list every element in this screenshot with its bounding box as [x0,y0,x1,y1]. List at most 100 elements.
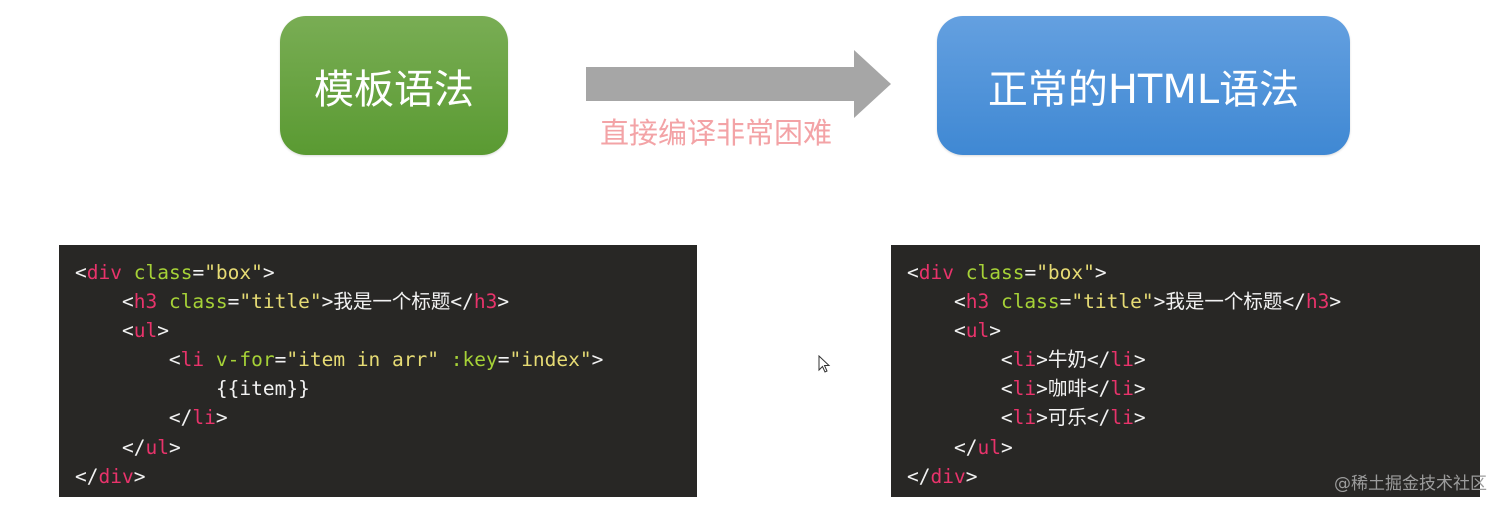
code-token-punct: > [321,290,334,314]
code-token-attr: :key [450,348,498,372]
code-token-punct: < [121,290,134,314]
code-token-punct: < [1000,406,1013,430]
code-indent [75,436,122,459]
code-token-attr: class [133,261,193,284]
code-token-cn: 我是一个标题 [1165,290,1283,314]
code-line: <li>咖啡</li> [907,374,1480,403]
code-token-punct [204,348,216,371]
code-line: <li>可乐</li> [907,403,1480,432]
code-token-str: "box" [204,261,263,284]
code-token-punct: {{item}} [215,377,310,401]
code-line: <ul> [75,316,697,345]
code-token-punct: </ [907,464,931,488]
code-token-punct: < [75,261,87,284]
code-token-punct [122,261,134,284]
code-line: <li v-for="item in arr" :key="index"> [75,345,697,374]
code-token-tag: li [1012,406,1037,430]
code-token-punct: </ [168,406,193,430]
arrow-caption: 直接编译非常困难 [600,116,833,150]
code-token-punct: < [1000,377,1013,401]
code-token-punct: < [1000,348,1013,372]
code-token-tag: div [86,261,122,284]
code-token-punct [989,290,1001,313]
code-line: <div class="box"> [907,258,1480,287]
code-token-punct: = [497,348,510,372]
template-syntax-label: 模板语法 [314,66,474,113]
code-token-punct: > [1133,348,1146,372]
code-token-str: "title" [1071,290,1154,314]
code-line: <h3 class="title">我是一个标题</h3> [907,287,1480,316]
code-token-tag: li [1110,406,1134,430]
code-line: </ul> [75,433,697,462]
code-token-attr: class [1000,290,1060,314]
code-line: {{item}} [75,374,697,403]
code-line: <ul> [907,316,1480,345]
code-indent [75,348,169,371]
code-indent [907,436,954,459]
code-indent [75,377,216,400]
code-token-punct: > [989,319,1001,343]
code-token-punct: > [1036,348,1048,372]
code-token-cn: 我是一个标题 [333,290,451,314]
code-token-punct: </ [1086,377,1111,401]
right-arrow-icon [586,50,891,118]
watermark: @稀土掘金技术社区 [1334,474,1487,494]
code-token-tag: h3 [473,290,498,314]
code-token-tag: h3 [133,290,158,314]
code-token-punct: > [1036,377,1048,401]
code-token-punct: < [953,290,966,314]
code-token-punct: < [168,348,181,372]
code-indent [75,319,122,342]
code-line: <h3 class="title">我是一个标题</h3> [75,287,697,316]
code-token-punct: > [591,348,604,372]
code-indent [907,406,1001,429]
code-token-punct [157,290,169,313]
code-token-punct: </ [1086,406,1111,430]
code-token-tag: li [1012,377,1037,401]
code-token-punct: > [1133,377,1146,401]
code-token-str: "index" [509,348,592,372]
code-line: <li>牛奶</li> [907,345,1480,374]
code-token-punct: </ [1086,348,1111,372]
code-token-punct: > [168,435,181,459]
code-token-tag: ul [133,319,158,343]
code-token-str: "title" [239,290,322,314]
code-token-punct: = [192,261,205,284]
html-code-block: <div class="box"> <h3 class="title">我是一个… [891,245,1480,497]
code-line: </div> [75,462,697,491]
code-indent [907,348,1001,371]
code-token-punct: > [1094,261,1107,284]
code-token-punct: < [907,261,919,284]
code-token-tag: h3 [1305,290,1330,314]
code-token-str: "item in arr" [286,348,439,372]
code-token-punct: > [262,261,275,284]
code-token-punct: </ [450,290,474,314]
code-token-tag: li [192,406,216,430]
code-token-tag: div [918,261,954,284]
code-line: </div> [907,462,1480,491]
code-token-punct: > [497,290,510,314]
code-token-attr: class [168,290,228,314]
code-token-punct: = [1059,290,1072,314]
code-token-punct: > [133,464,146,488]
code-line: </li> [75,403,697,432]
code-token-punct: > [965,464,978,488]
code-token-tag: li [180,348,205,372]
code-token-tag: li [1110,348,1134,372]
code-token-punct [954,261,966,284]
code-token-tag: h3 [965,290,990,314]
code-token-attr: class [965,261,1025,284]
code-token-cn: 牛奶 [1047,348,1087,372]
code-token-attr: v-for [215,348,275,372]
code-token-tag: div [930,464,966,488]
code-line: <div class="box"> [75,258,697,287]
code-token-punct: < [121,319,134,343]
code-token-punct: > [157,319,169,343]
code-token-tag: ul [977,435,1001,459]
code-token-punct: > [1036,406,1048,430]
mouse-pointer-icon [818,355,831,373]
code-line: </ul> [907,433,1480,462]
code-token-punct: > [1329,290,1342,314]
html-syntax-label: 正常的HTML语法 [987,66,1300,113]
code-token-punct: </ [1282,290,1306,314]
